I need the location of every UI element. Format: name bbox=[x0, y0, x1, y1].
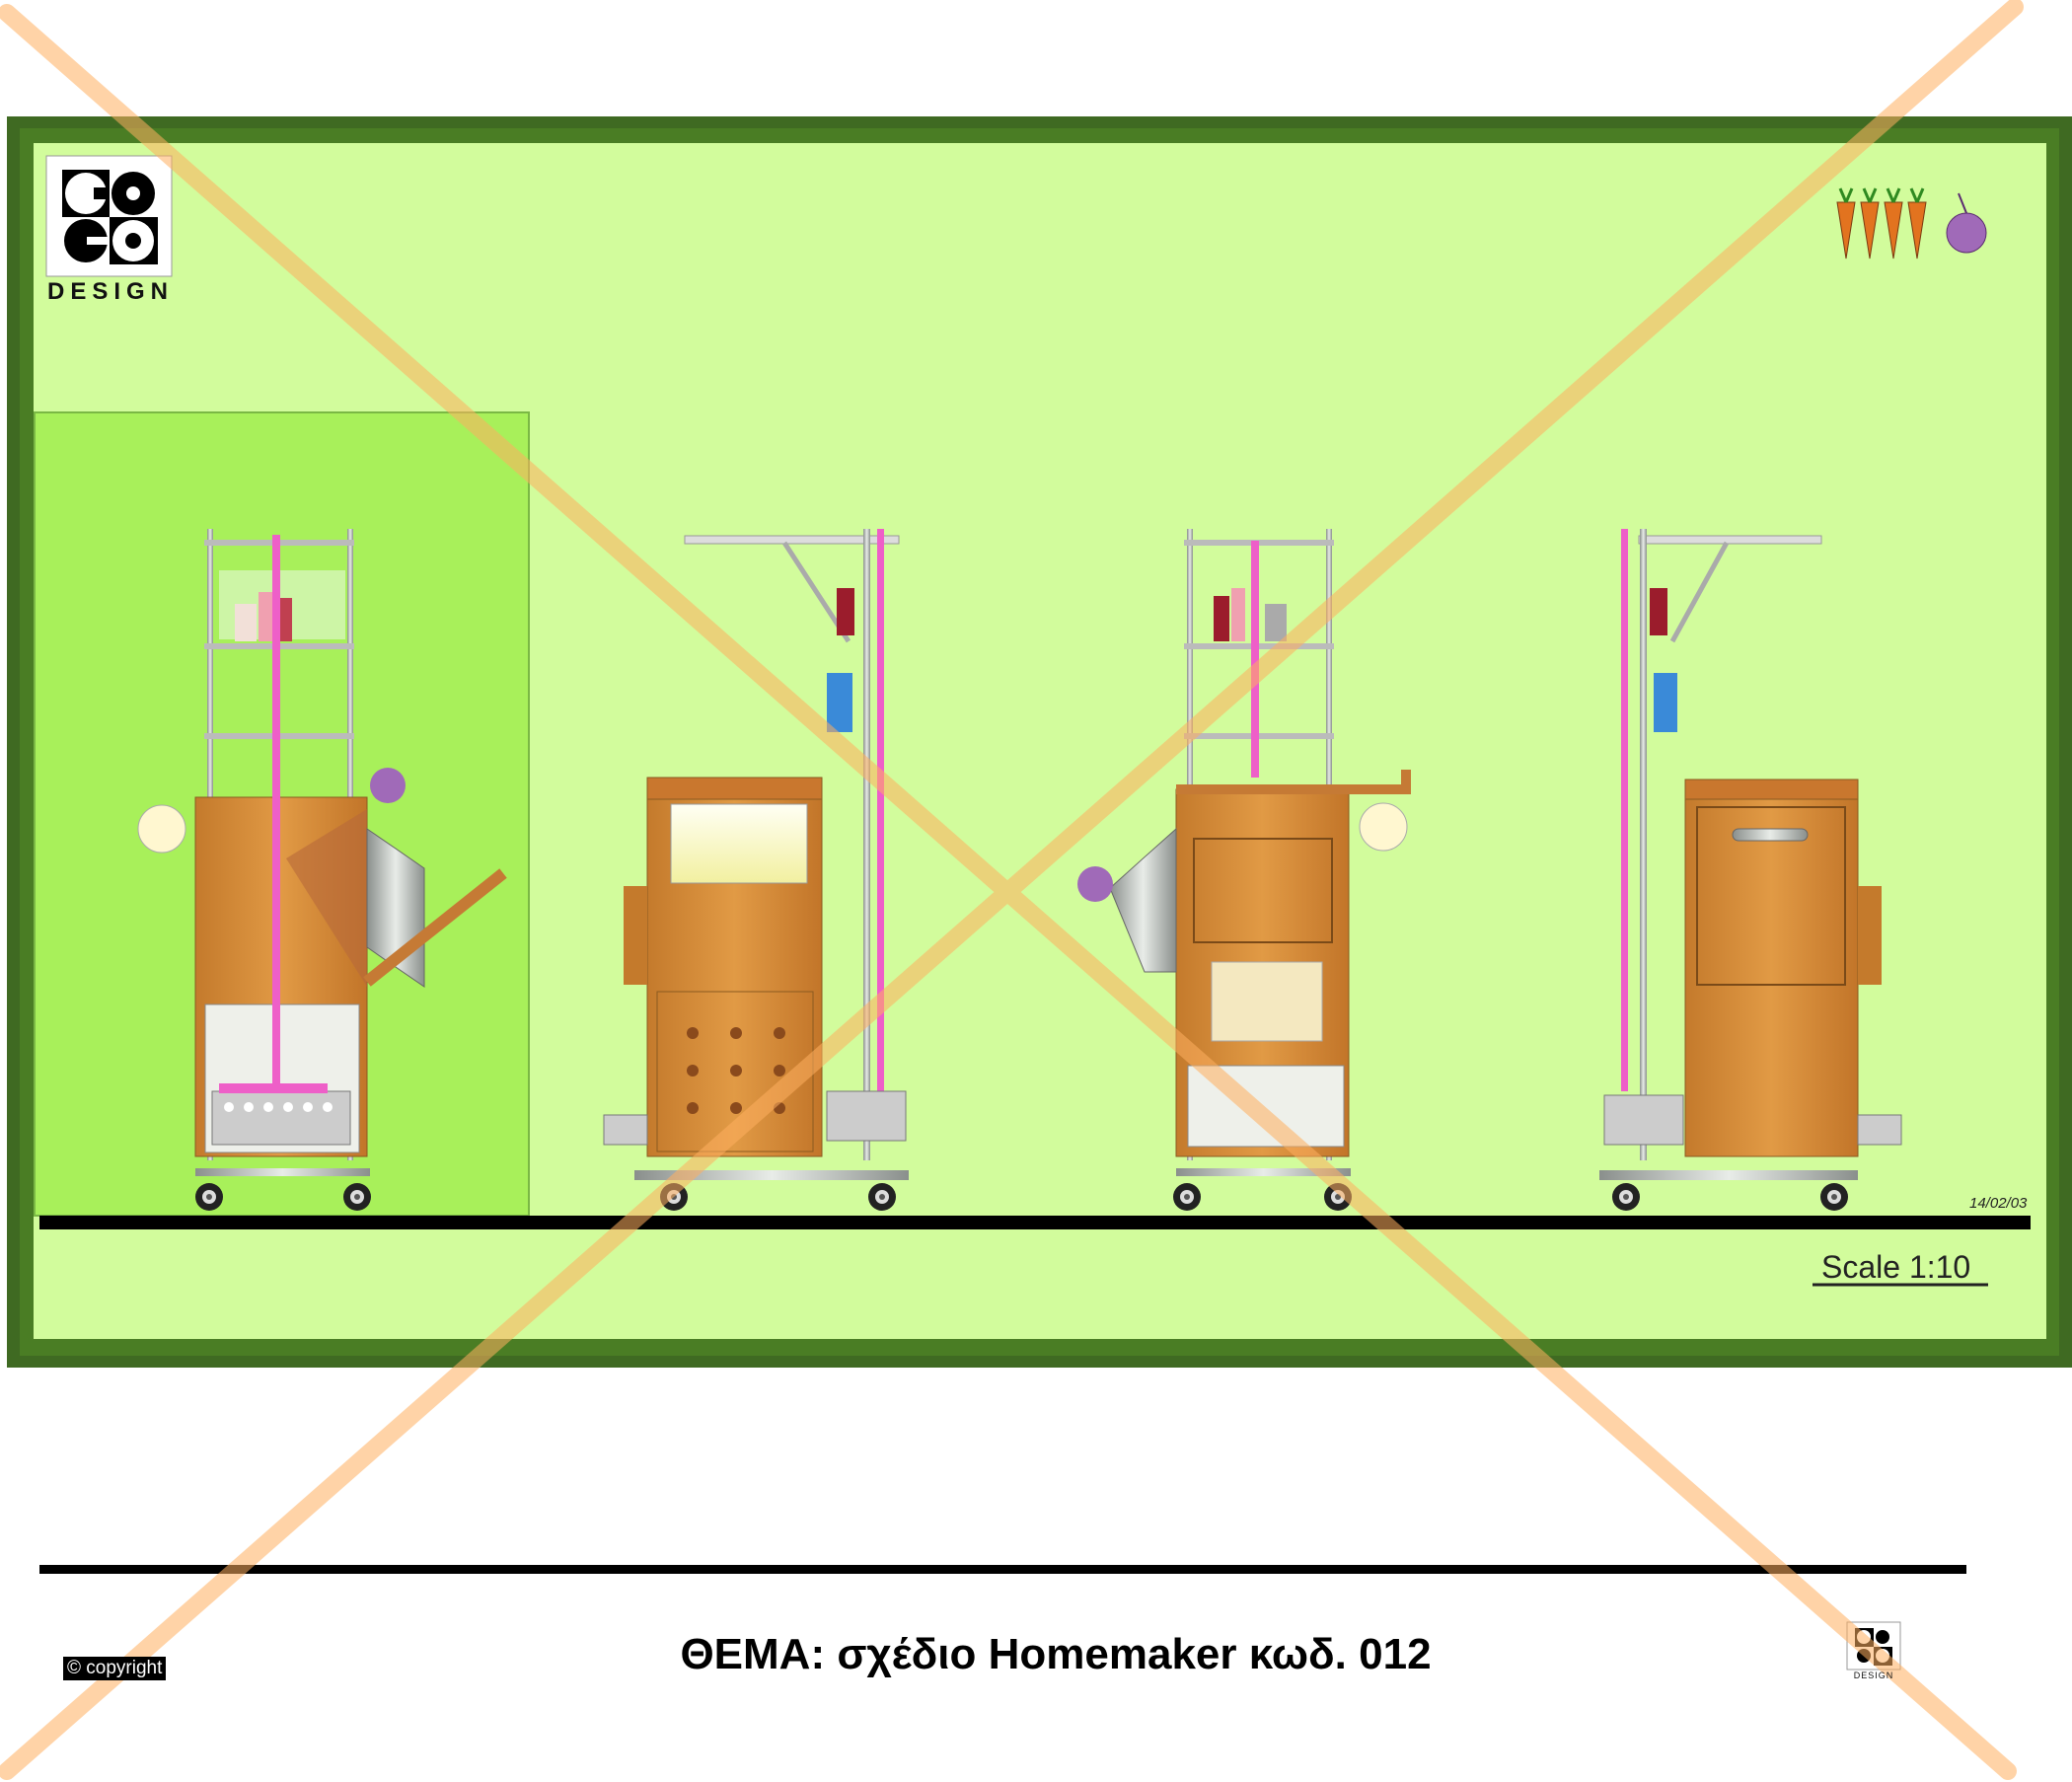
cart-back bbox=[1599, 529, 1902, 1211]
cogo-logo bbox=[45, 155, 173, 277]
copyright-badge: © copyright bbox=[63, 1657, 167, 1680]
drawing-date: 14/02/03 bbox=[1969, 1195, 2028, 1212]
vegetables-icon bbox=[1836, 187, 1987, 260]
footer-rule bbox=[39, 1565, 1966, 1574]
floor-line bbox=[39, 1216, 2031, 1229]
cart-front bbox=[603, 529, 909, 1211]
small-logo-word: DESIGN bbox=[1853, 1671, 1894, 1680]
cart-side-right bbox=[1077, 529, 1411, 1211]
sheet-title: ΘΕΜΑ: σχέδιο Homemaker κωδ. 012 bbox=[680, 1630, 1432, 1678]
watermark-cross bbox=[0, 0, 2024, 1780]
cart-side-left bbox=[137, 529, 507, 1211]
scale-label: Scale 1:10 bbox=[1821, 1249, 1971, 1285]
logo-word: DESIGN bbox=[46, 278, 174, 305]
